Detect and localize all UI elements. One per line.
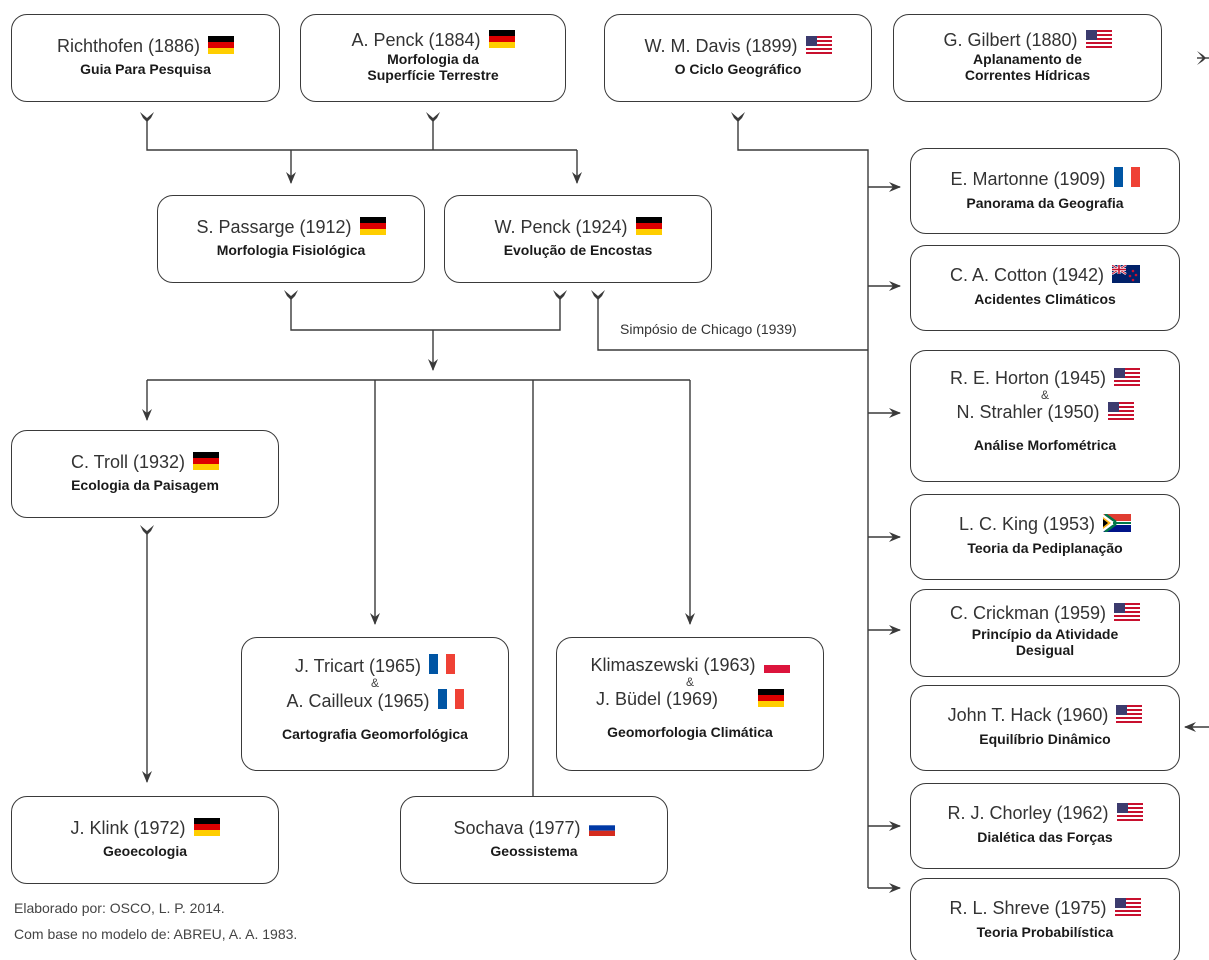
germany-flag-icon [488,30,515,48]
node-horton-person2: N. Strahler (1950) [956,402,1100,422]
node-gilbert-topic-line1: Aplanamento de [973,51,1082,67]
node-king-topic: Teoria da Pediplanação [967,540,1123,556]
usa-flag-icon [1114,898,1141,916]
node-martonne-topic: Panorama da Geografia [966,195,1124,211]
node-klink-topic: Geoecologia [102,843,188,859]
node-king-person: L. C. King (1953) [958,514,1096,534]
node-davis-person: W. M. Davis (1899) [644,36,798,56]
node-sochava-person: Sochava (1977) [453,818,581,838]
node-passarge: S. Passarge (1912) Morfologia Fisiológic… [157,195,425,283]
germany-flag-icon [359,217,386,235]
node-passarge-person: S. Passarge (1912) [196,217,352,237]
new-zealand-flag-icon [1112,265,1141,283]
node-troll-topic: Ecologia da Paisagem [71,477,219,493]
node-apenck-person: A. Penck (1884) [351,30,481,50]
node-tricart-ampersand: & [370,676,379,690]
node-wpenck: W. Penck (1924) Evolução de Encostas [444,195,712,283]
connector-richthofen [146,118,577,151]
node-klimaszewski-topic: Geomorfologia Climática [607,724,773,740]
chicago-symposium-label: Simpósio de Chicago (1939) [620,321,797,337]
node-crickman-person: C. Crickman (1959) [949,603,1107,623]
node-shreve: R. L. Shreve (1975) Teoria Probabilístic… [910,878,1180,960]
usa-flag-icon [1107,402,1134,420]
node-tricart-topic: Cartografia Geomorfológica [282,726,468,742]
usa-flag-icon [1114,368,1141,386]
connector-chicago [597,296,868,351]
node-apenck-topic-line2: Superfície Terrestre [367,67,499,83]
node-hack-person: John T. Hack (1960) [947,705,1109,725]
usa-flag-icon [1085,30,1112,48]
node-klimaszewski-person2: J. Büdel (1969) [595,689,719,709]
node-richthofen: Richthofen (1886) Guia Para Pesquisa [11,14,280,102]
node-cotton: C. A. Cotton (1942) Acidentes Climáticos [910,245,1180,331]
node-klimaszewski: Klimaszewski (1963) & J. Büdel (1969) Ge… [556,637,824,771]
node-tricart: J. Tricart (1965) & A. Cailleux (1965) C… [241,637,509,771]
node-martonne: E. Martonne (1909) Panorama da Geografia [910,148,1180,234]
node-troll: C. Troll (1932) Ecologia da Paisagem [11,430,279,518]
node-martonne-person: E. Martonne (1909) [950,169,1106,189]
node-horton-person1: R. E. Horton (1945) [949,368,1107,388]
node-klimaszewski-person1: Klimaszewski (1963) [590,655,756,675]
germany-flag-icon [193,818,220,836]
node-chorley: R. J. Chorley (1962) Dialética das Força… [910,783,1180,869]
node-apenck: A. Penck (1884) Morfologia da Superfície… [300,14,566,102]
node-tricart-person2: A. Cailleux (1965) [286,691,430,711]
poland-flag-icon [763,657,790,673]
node-horton-ampersand: & [1040,388,1049,402]
connector-passarge [290,296,561,331]
node-sochava: Sochava (1977) Geossistema [400,796,668,884]
france-flag-icon [429,654,456,674]
node-klink: J. Klink (1972) Geoecologia [11,796,279,884]
usa-flag-icon [1116,803,1143,821]
node-wpenck-topic: Evolução de Encostas [503,242,653,258]
germany-flag-icon [193,452,220,470]
usa-flag-icon [805,36,832,54]
node-davis-topic: O Ciclo Geográfico [674,61,802,77]
node-klimaszewski-ampersand: & [685,675,694,689]
node-hack: John T. Hack (1960) Equilíbrio Dinâmico [910,685,1180,771]
node-cotton-person: C. A. Cotton (1942) [949,265,1105,285]
germany-flag-icon [635,217,662,235]
tail-marks [140,51,1206,535]
node-wpenck-person: W. Penck (1924) [494,217,628,237]
node-klink-person: J. Klink (1972) [70,818,186,838]
credit-source: Com base no modelo de: ABREU, A. A. 1983… [14,926,298,942]
node-king: L. C. King (1953) Teoria da Pediplanação [910,494,1180,580]
node-crickman: C. Crickman (1959) Princípio da Atividad… [910,589,1180,677]
south-africa-flag-icon [1103,514,1132,532]
node-horton-topic: Análise Morfométrica [973,437,1117,453]
credit-author: Elaborado por: OSCO, L. P. 2014. [14,900,225,916]
node-gilbert: G. Gilbert (1880) Aplanamento de Corrent… [893,14,1162,102]
node-cotton-topic: Acidentes Climáticos [974,291,1116,307]
node-gilbert-person: G. Gilbert (1880) [943,30,1078,50]
node-sochava-topic: Geossistema [490,843,578,859]
node-troll-person: C. Troll (1932) [70,452,186,472]
germany-flag-icon [208,36,235,54]
russia-flag-icon [588,820,615,836]
node-crickman-topic-line1: Princípio da Atividade [971,626,1119,642]
node-shreve-person: R. L. Shreve (1975) [949,898,1107,918]
node-shreve-topic: Teoria Probabilística [976,924,1114,940]
node-passarge-topic: Morfologia Fisiológica [216,242,366,258]
germany-flag-icon [758,689,785,707]
node-crickman-topic-line2: Desigual [1015,642,1075,658]
node-chorley-topic: Dialética das Forças [977,829,1113,845]
node-chorley-person: R. J. Chorley (1962) [947,803,1109,823]
node-tricart-person1: J. Tricart (1965) [294,656,422,676]
node-richthofen-person: Richthofen (1886) [56,36,201,56]
usa-flag-icon [1116,705,1143,723]
usa-flag-icon [1114,603,1141,621]
france-flag-icon [437,689,464,709]
node-hack-topic: Equilíbrio Dinâmico [979,731,1111,747]
connector-davis [737,118,869,888]
france-flag-icon [1113,167,1140,187]
node-richthofen-topic: Guia Para Pesquisa [80,61,211,77]
node-horton: R. E. Horton (1945) & N. Strahler (1950)… [910,350,1180,482]
node-apenck-topic-line1: Morfologia da [387,51,479,67]
node-davis: W. M. Davis (1899) O Ciclo Geográfico [604,14,872,102]
node-gilbert-topic-line2: Correntes Hídricas [964,67,1091,83]
